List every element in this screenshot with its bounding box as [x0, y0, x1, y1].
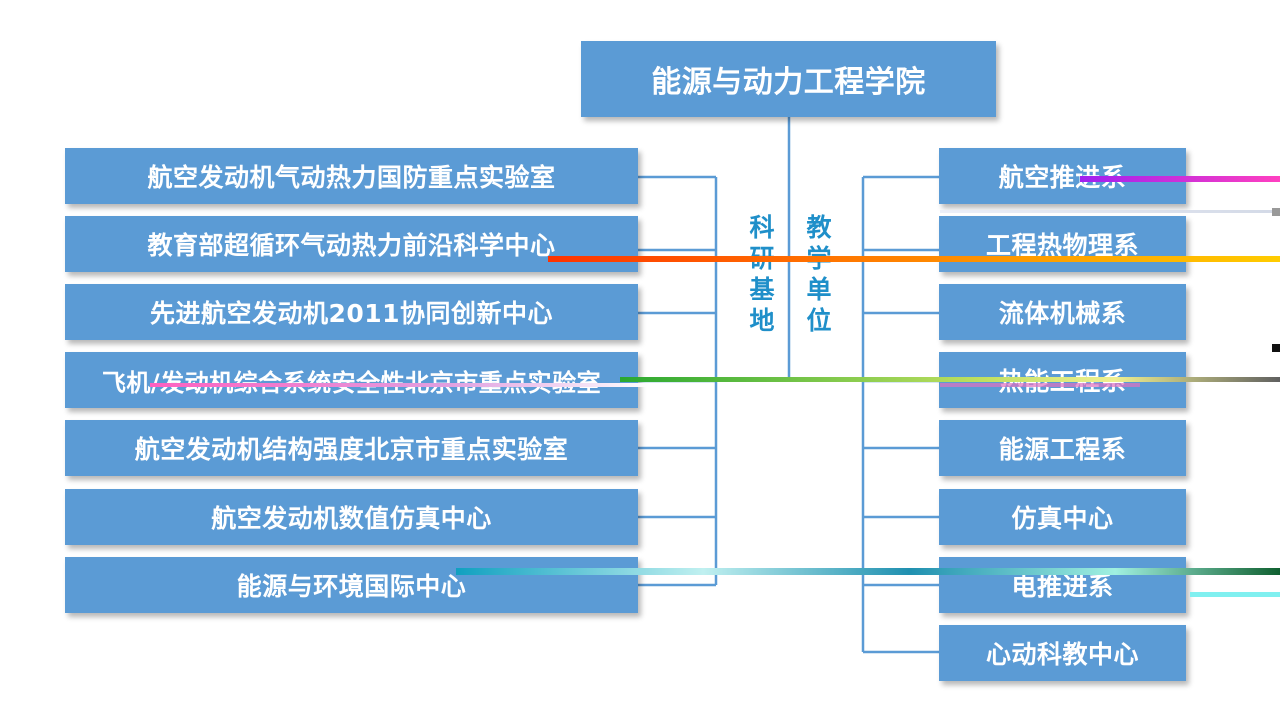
research-label-char: 基 — [749, 275, 775, 304]
research-label-char: 科 — [749, 213, 775, 242]
teaching-label-char: 单 — [806, 275, 832, 304]
teaching-label-char: 位 — [806, 306, 832, 335]
teaching-units-label: 教 学 单 位 — [799, 212, 839, 336]
teaching-node-electric-propulsion: 电推进系 — [939, 557, 1186, 613]
teaching-node-aero-propulsion: 航空推进系 — [939, 148, 1186, 204]
research-node-structure-strength-lab: 航空发动机结构强度北京市重点实验室 — [65, 420, 638, 476]
research-node-frontier-science-center: 教育部超循环气动热力前沿科学中心 — [65, 216, 638, 272]
research-label-char: 研 — [749, 244, 775, 273]
glitch-streak — [1272, 344, 1280, 352]
research-node-energy-environment-center: 能源与环境国际中心 — [65, 557, 638, 613]
teaching-node-thermal-energy: 热能工程系 — [939, 352, 1186, 408]
teaching-node-engineering-thermophysics: 工程热物理系 — [939, 216, 1186, 272]
root-node-college: 能源与动力工程学院 — [581, 41, 996, 117]
teaching-label-char: 学 — [806, 244, 832, 273]
research-node-aerothermal-lab: 航空发动机气动热力国防重点实验室 — [65, 148, 638, 204]
teaching-node-energy-engineering: 能源工程系 — [939, 420, 1186, 476]
glitch-streak — [1272, 208, 1280, 216]
teaching-label-char: 教 — [806, 213, 832, 242]
research-node-2011-innovation-center: 先进航空发动机2011协同创新中心 — [65, 284, 638, 340]
glitch-streak — [1190, 592, 1280, 597]
teaching-node-fluid-machinery: 流体机械系 — [939, 284, 1186, 340]
research-label-char: 地 — [749, 306, 775, 335]
teaching-node-simulation-center: 仿真中心 — [939, 489, 1186, 545]
glitch-streak — [940, 210, 1280, 213]
research-node-numerical-simulation-center: 航空发动机数值仿真中心 — [65, 489, 638, 545]
research-node-safety-lab: 飞机/发动机综合系统安全性北京市重点实验室 — [65, 352, 638, 408]
research-bases-label: 科 研 基 地 — [742, 212, 782, 336]
teaching-node-science-education-center: 心动科教中心 — [939, 625, 1186, 681]
